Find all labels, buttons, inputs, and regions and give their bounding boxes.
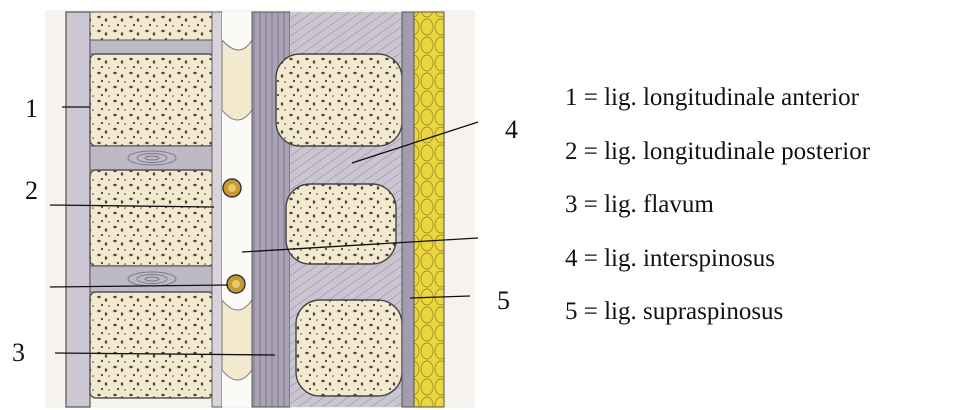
legend: 1 = lig. longitudinale anterior 2 = lig.… xyxy=(565,84,871,325)
intervertebral-disc xyxy=(90,266,214,292)
legend-item: 5 = lig. supraspinosus xyxy=(565,298,783,325)
pedicle xyxy=(222,40,252,120)
intervertebral-disc xyxy=(90,40,214,54)
vertebral-body xyxy=(90,170,214,266)
spinous-process xyxy=(296,300,402,396)
callout-4: 4 xyxy=(505,115,518,144)
nerve-root xyxy=(227,275,245,293)
nerve-root xyxy=(223,179,241,197)
callout-1: 1 xyxy=(25,94,38,123)
posterior-longitudinal-ligament xyxy=(212,12,222,407)
spinous-process xyxy=(286,184,396,264)
callout-2: 2 xyxy=(25,176,38,205)
pedicle xyxy=(222,300,252,380)
vertebral-body xyxy=(90,292,214,398)
legend-item: 3 = lig. flavum xyxy=(565,191,714,218)
legend-item: 1 = lig. longitudinale anterior xyxy=(565,84,860,111)
vertebral-body xyxy=(90,54,214,146)
vertebral-column xyxy=(90,12,214,398)
legend-item: 4 = lig. interspinosus xyxy=(565,245,775,272)
anterior-longitudinal-ligament xyxy=(66,12,90,407)
subcutaneous-fat xyxy=(414,12,444,407)
spinous-process xyxy=(276,54,402,146)
vertebral-body-partial xyxy=(90,12,214,40)
supraspinous-ligament xyxy=(402,12,414,407)
callout-5: 5 xyxy=(497,286,510,315)
legend-item: 2 = lig. longitudinale posterior xyxy=(565,138,871,165)
intervertebral-disc xyxy=(90,146,214,170)
callout-3: 3 xyxy=(12,338,25,367)
